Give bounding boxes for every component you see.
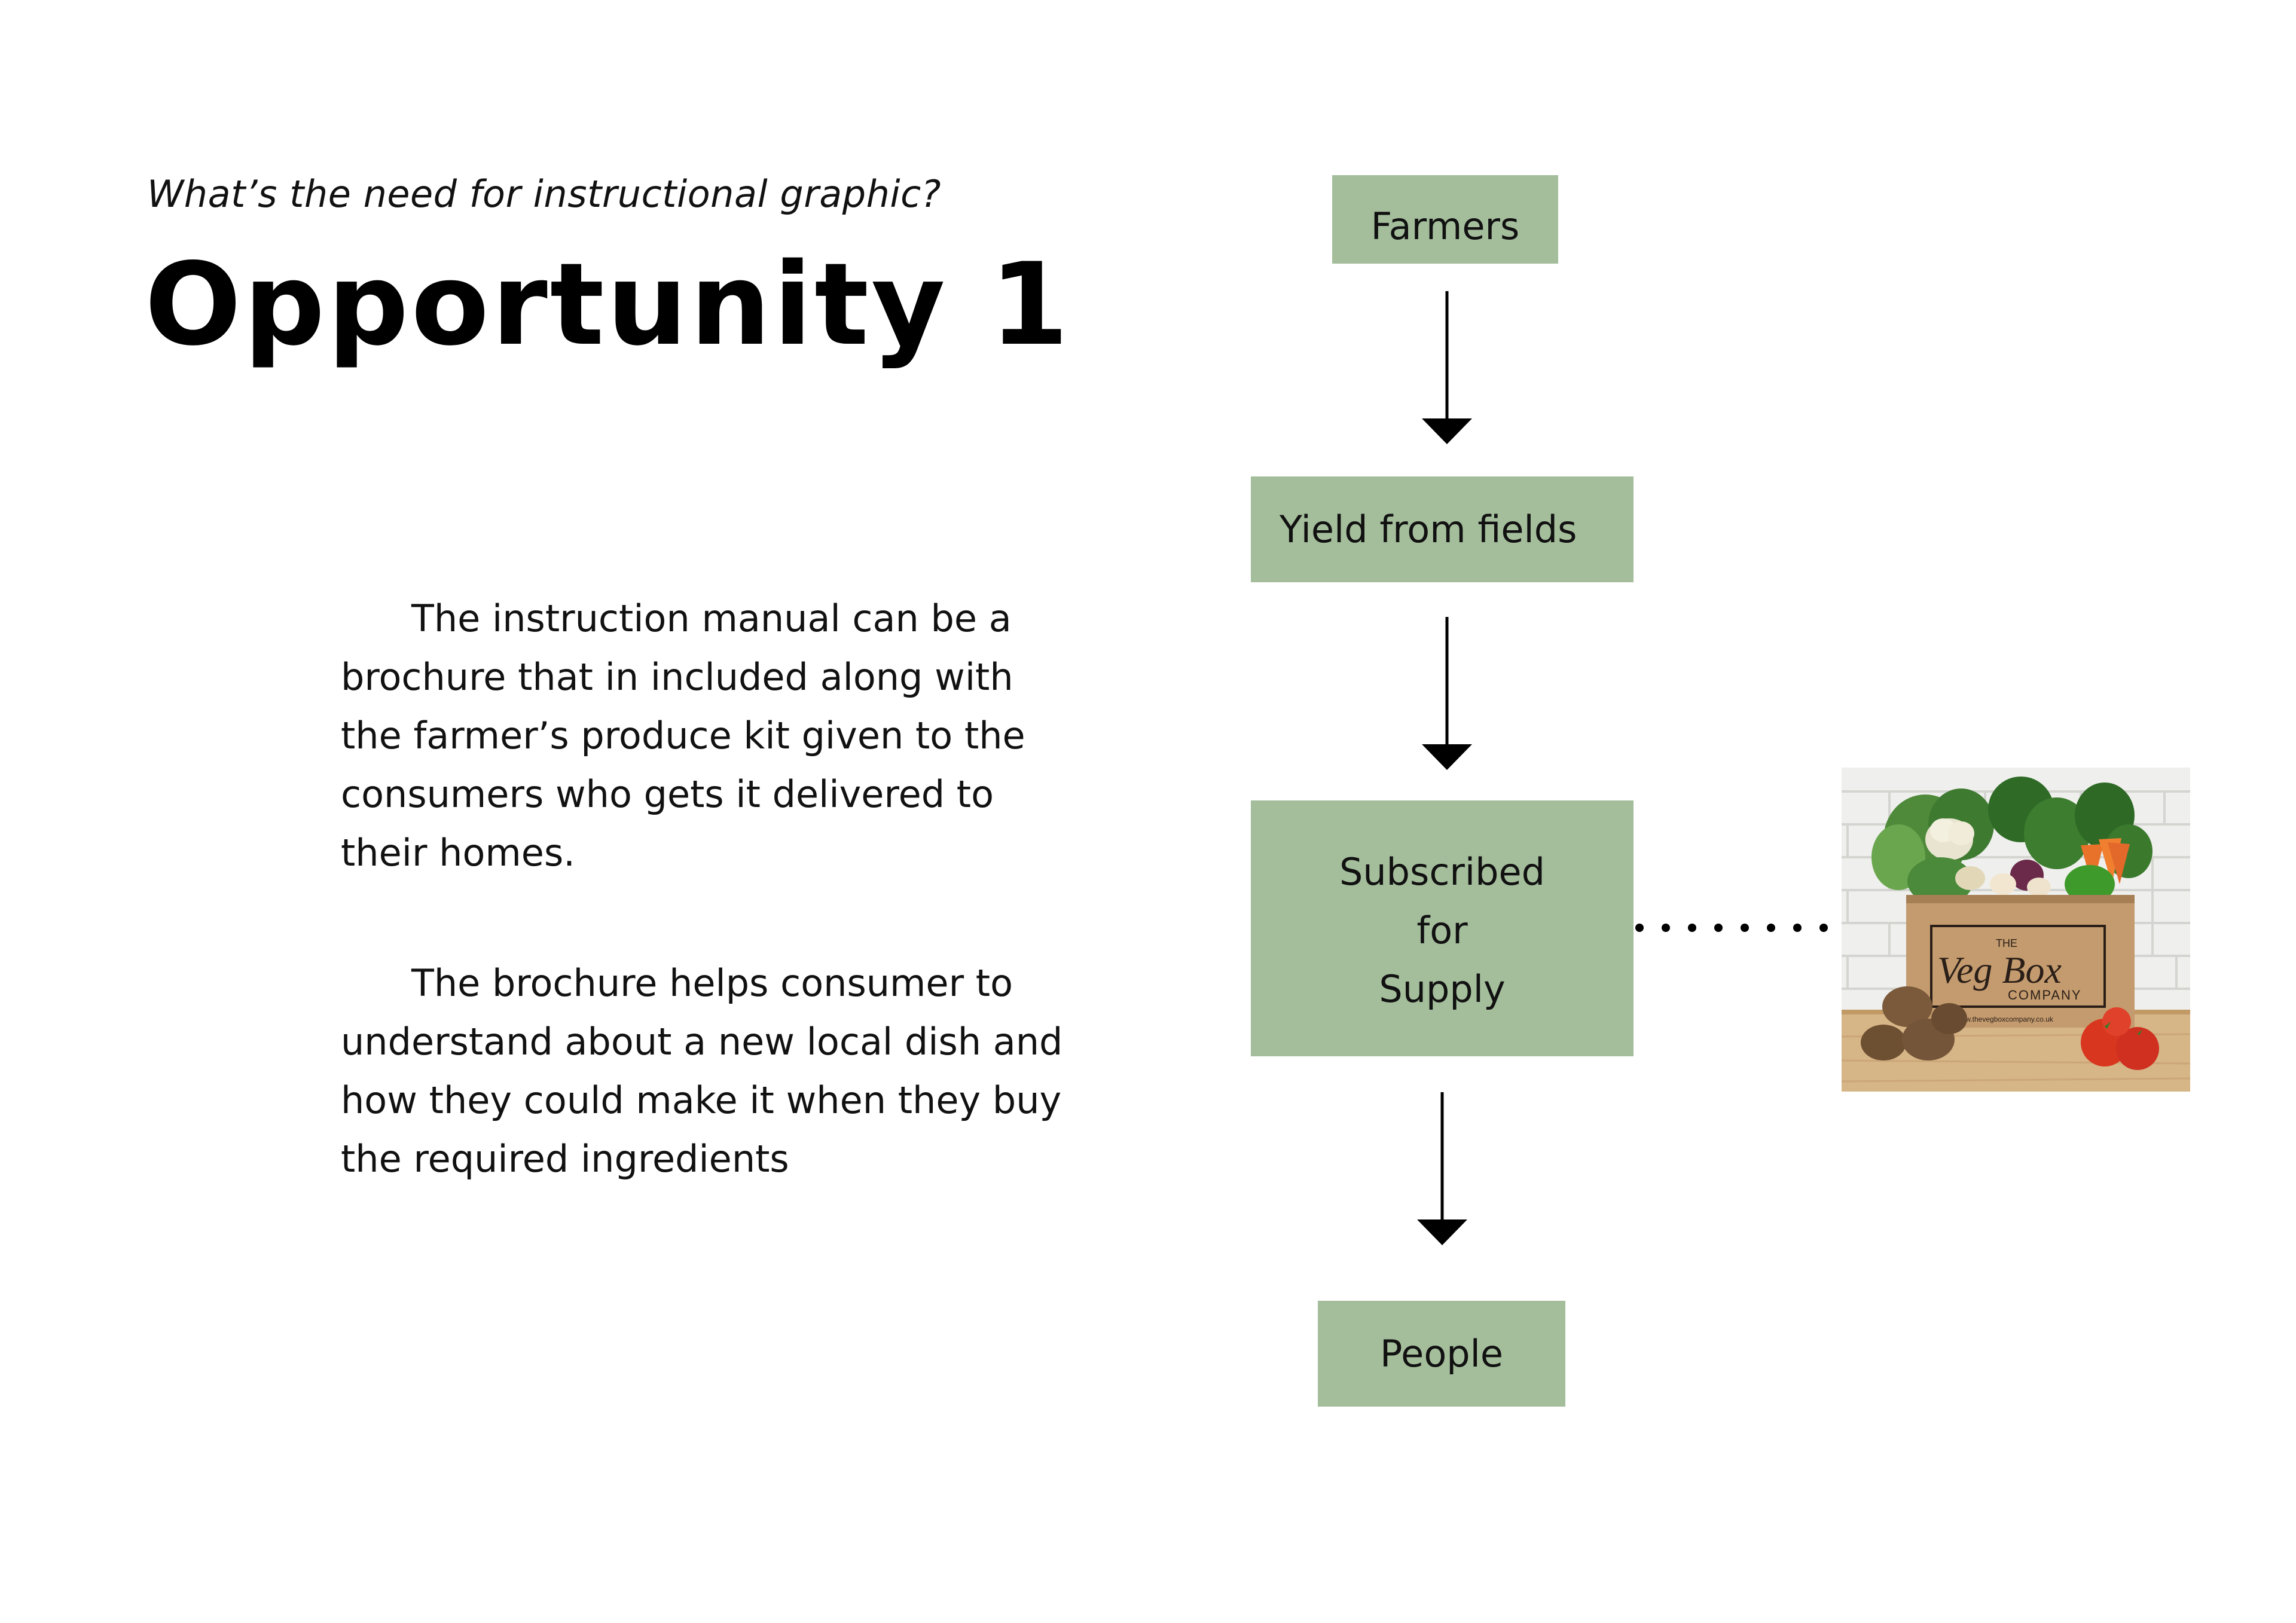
flow-arrow-down [1422,617,1472,770]
flow-node-label: Yield from fields [1280,508,1577,551]
veg-box-brand-sub: COMPANY [2008,988,2082,1002]
flow-node-label: Subscribed for Supply [1339,843,1545,1019]
flow-arrow-down [1417,1092,1467,1245]
dotted-connector [1635,924,1828,932]
veg-box-photo: THE Veg Box COMPANY www.thevegboxcompany… [1842,768,2190,1092]
flow-arrow-down [1422,291,1472,444]
flow-node-label-line: for [1416,909,1468,952]
flow-node-label-line: Subscribed [1339,850,1545,894]
flow-node-yield: Yield from fields [1251,476,1634,582]
page-subtitle: What’s the need for instructional graphi… [147,172,942,216]
flow-node-supply: Subscribed for Supply [1251,800,1634,1056]
flow-node-label-line: Supply [1379,967,1506,1011]
body-paragraph-2: The brochure helps consumer to understan… [341,961,1063,1181]
flow-node-people: People [1318,1301,1565,1407]
flow-node-label: Farmers [1370,204,1520,248]
page-title: Opportunity 1 [145,239,1071,371]
body-paragraph-1: The instruction manual can be a brochure… [341,597,1025,875]
flow-node-label: People [1380,1332,1503,1376]
flow-node-farmers: Farmers [1332,175,1558,264]
veg-box-brand-small: THE [1996,937,2017,949]
veg-box-brand-main: Veg Box [1937,949,2062,991]
veg-box-url: www.thevegboxcompany.co.uk [1955,1015,2054,1023]
